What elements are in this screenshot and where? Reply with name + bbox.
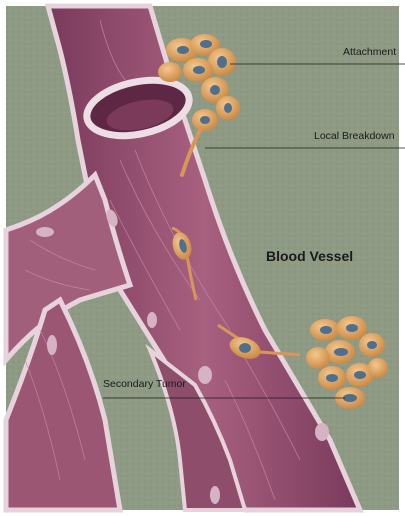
label-blood-vessel: Blood Vessel xyxy=(266,249,353,263)
label-attachment: Attachment xyxy=(343,47,396,58)
label-local-breakdown: Local Breakdown xyxy=(314,131,395,142)
label-secondary-tumor: Secondary Tumor xyxy=(103,379,186,390)
